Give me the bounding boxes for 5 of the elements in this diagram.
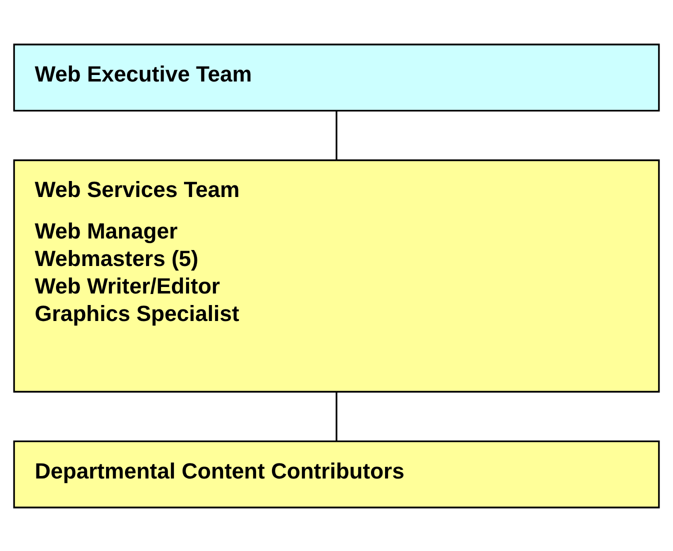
connector [336, 391, 338, 441]
node-box: Web Executive Team [13, 43, 660, 111]
connector [336, 110, 338, 160]
node-box: Web Services Team Web Manager Webmasters (5) Web Writer/Editor Graphics Specialist [13, 158, 660, 392]
node-box: Departmental Content Contributors [13, 440, 660, 508]
